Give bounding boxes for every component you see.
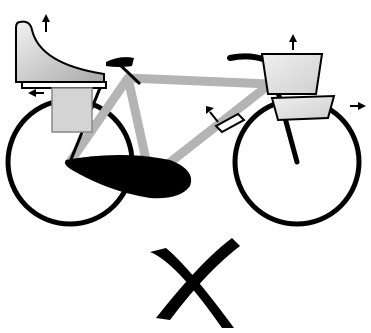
- rear-pannier-icon: [52, 88, 92, 132]
- cross-mark-icon: [150, 238, 240, 328]
- right-arrow-icon: [350, 102, 366, 110]
- diagonal-arrow-icon: [206, 106, 218, 122]
- left-arrow-icon: [28, 89, 44, 97]
- up-arrow-icon: [289, 34, 297, 50]
- rear-seat-icon: [16, 22, 104, 82]
- front-rack-box-icon: [272, 96, 334, 120]
- chain-guard-icon: [65, 155, 191, 198]
- up-arrow-icon: [42, 14, 50, 32]
- saddle: [106, 57, 134, 67]
- front-basket-icon: [262, 54, 322, 94]
